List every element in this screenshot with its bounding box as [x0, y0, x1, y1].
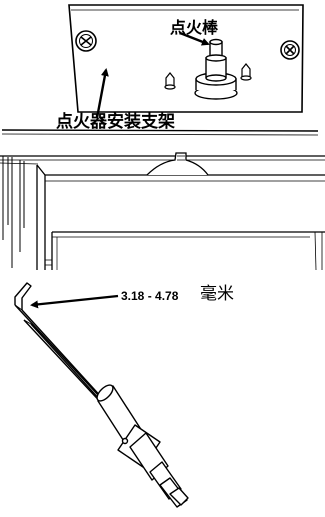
left-screw-icon — [75, 30, 97, 52]
igniter-electrode — [14, 282, 189, 508]
mounting-studs — [164, 63, 252, 90]
bracket-plate — [68, 4, 304, 113]
gap-arrow — [30, 294, 119, 309]
bracket-label: 点火器安装支架 — [56, 112, 175, 132]
burner-igniter-stub — [146, 152, 209, 176]
igniter-rod-label: 点火棒 — [170, 18, 219, 37]
gap-value-label: 3.18 - 4.78 — [121, 289, 179, 303]
gap-unit-label: 毫米 — [200, 284, 234, 304]
igniter-rod-top-view — [194, 38, 238, 100]
right-screw-icon — [280, 40, 300, 60]
top-shelf-line — [1, 129, 319, 136]
bracket-arrow — [95, 68, 109, 119]
igniter-arrow — [179, 31, 210, 46]
